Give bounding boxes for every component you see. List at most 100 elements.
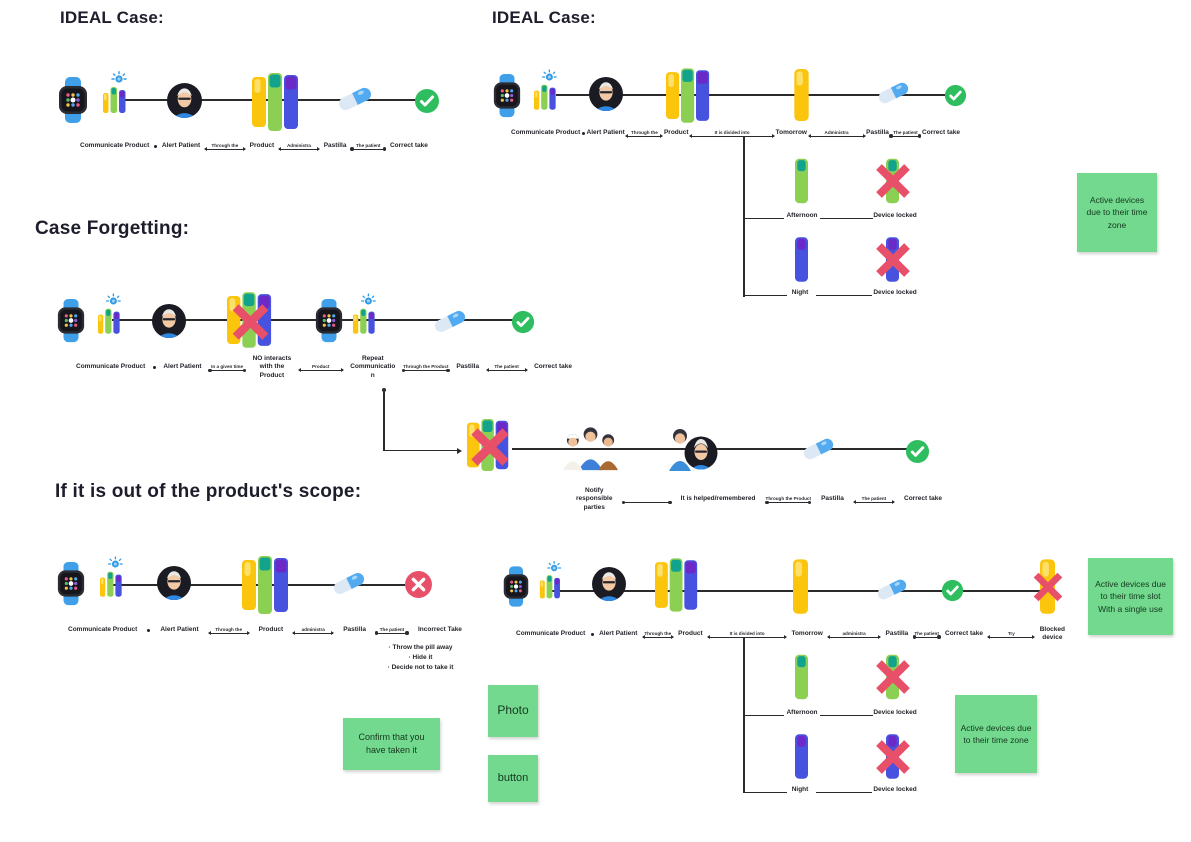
- check-circle-icon[interactable]: [905, 439, 930, 464]
- pill-bottles-icon[interactable]: [242, 556, 290, 614]
- connector-arrow: administra: [292, 627, 335, 635]
- branch-status-label: Device locked: [873, 786, 917, 793]
- step-label: Tomorrow: [775, 129, 807, 136]
- step-label: Product: [678, 630, 703, 638]
- blocked-cross-icon: [873, 739, 913, 775]
- patient-avatar-icon[interactable]: [152, 304, 186, 338]
- check-circle-icon[interactable]: [944, 84, 967, 107]
- step-label: Correct take: [904, 495, 942, 503]
- pill-bottles-icon[interactable]: [252, 73, 300, 131]
- pill-bottles-icon[interactable]: [655, 557, 699, 613]
- afternoon-bottle-icon[interactable]: [795, 653, 808, 701]
- smartwatch-icon[interactable]: [57, 77, 89, 123]
- heading-out-of-scope: If it is out of the product's scope:: [55, 481, 362, 502]
- step-label: Repeat Communicatio n: [350, 355, 396, 379]
- step-label: Incorrect Take: [417, 626, 462, 633]
- alert-bottles-icon[interactable]: [352, 293, 379, 336]
- separator-dot: [147, 628, 151, 632]
- check-circle-icon[interactable]: [414, 88, 440, 114]
- capsule-icon[interactable]: [332, 570, 366, 597]
- step-label: Correct take: [922, 129, 960, 136]
- branch-line: [744, 715, 784, 717]
- capsule-icon[interactable]: [337, 85, 373, 113]
- alert-bottles-icon[interactable]: [102, 71, 130, 115]
- pill-bottles-icon[interactable]: [666, 68, 711, 123]
- patient-avatar-icon[interactable]: [157, 566, 191, 600]
- smartwatch-icon[interactable]: [314, 298, 344, 343]
- check-circle-icon[interactable]: [941, 579, 964, 602]
- patient-avatar-icon[interactable]: [167, 83, 202, 118]
- separator-dot: [154, 144, 158, 148]
- capsule-icon[interactable]: [802, 436, 835, 462]
- check-circle-icon[interactable]: [511, 310, 535, 334]
- step-label: Communicate Product: [516, 630, 586, 638]
- no-interaction-cross-icon: [228, 303, 273, 341]
- branch-line-arrow: [384, 446, 462, 456]
- branch-status-label: Device locked: [873, 289, 917, 296]
- branch-line: [816, 792, 872, 794]
- step-label: Product: [663, 129, 689, 136]
- step-label: Product: [249, 142, 275, 149]
- sticky-note-timezone-top[interactable]: Active devices due to their time zone: [1077, 173, 1157, 252]
- connector-arrow: administra: [827, 631, 882, 639]
- sticky-note-timeslot[interactable]: Active devices due to their time slot Wi…: [1088, 558, 1173, 635]
- alert-bottles-icon[interactable]: [533, 69, 560, 112]
- smartwatch-icon[interactable]: [502, 565, 530, 608]
- connector-dots: The patient: [912, 631, 941, 639]
- caregivers-group-icon[interactable]: [561, 426, 620, 471]
- step-label: Correct take: [534, 363, 572, 371]
- bullet-item: Throw the pill away: [368, 643, 473, 653]
- step-label: Blocked device: [1039, 626, 1065, 642]
- alert-bottles-icon[interactable]: [539, 560, 564, 601]
- flow-forgetting-labels: Communicate Product Alert Patient In a g…: [76, 355, 572, 380]
- tomorrow-bottle-icon[interactable]: [794, 69, 809, 121]
- smartwatch-icon[interactable]: [56, 561, 86, 606]
- sticky-note-photo[interactable]: Photo: [488, 685, 538, 737]
- step-label: Communicate Product: [80, 142, 150, 149]
- branch-line: [743, 137, 745, 297]
- step-label: Pastilla: [821, 495, 844, 503]
- connector-arrow: Try: [987, 631, 1036, 639]
- step-label: Communicate Product: [76, 363, 146, 371]
- smartwatch-icon[interactable]: [56, 298, 86, 343]
- sticky-note-timezone-bottom[interactable]: Active devices due to their time zone: [955, 695, 1037, 773]
- capsule-icon[interactable]: [876, 577, 908, 602]
- helper-with-patient-icon[interactable]: [667, 427, 719, 471]
- connector-arrow: Through the: [203, 143, 246, 151]
- step-label: Pastilla: [866, 129, 889, 136]
- capsule-icon[interactable]: [433, 308, 467, 335]
- patient-avatar-icon[interactable]: [589, 77, 623, 111]
- step-label: Correct take: [389, 142, 428, 149]
- patient-avatar-icon[interactable]: [592, 567, 626, 601]
- smartwatch-icon[interactable]: [492, 73, 522, 118]
- branch-line: [744, 295, 787, 297]
- connector-arrow: The patient: [485, 364, 528, 373]
- afternoon-bottle-icon[interactable]: [795, 157, 808, 205]
- night-bottle-icon[interactable]: [795, 733, 808, 780]
- flow-ideal-right-labels: Communicate Product Alert Patient Throug…: [511, 129, 960, 138]
- capsule-icon[interactable]: [877, 80, 910, 106]
- step-label: Alert Patient: [161, 142, 201, 149]
- step-label: Pastilla: [885, 630, 909, 638]
- connector-arrow: Administra: [807, 130, 866, 138]
- tomorrow-bottle-icon[interactable]: [793, 557, 808, 616]
- step-label: Tomorrow: [791, 630, 823, 638]
- branch-line: [816, 295, 872, 297]
- connector-arrow: It is divided into: [689, 130, 776, 138]
- heading-case-forgetting: Case Forgetting:: [35, 218, 190, 239]
- no-interaction-cross-icon: [467, 427, 513, 467]
- blocked-cross-icon: [1031, 570, 1065, 604]
- branch-line: [820, 715, 873, 717]
- sticky-note-button[interactable]: button: [488, 755, 538, 802]
- sticky-note-confirm[interactable]: Confirm that you have taken it: [343, 718, 440, 770]
- step-label: NO interacts with the Product: [252, 355, 292, 379]
- step-label: Alert Patient: [163, 363, 202, 371]
- incorrect-take-bullets: Throw the pill away Hide it Decide not t…: [368, 643, 473, 673]
- alert-bottles-icon[interactable]: [99, 556, 126, 599]
- night-bottle-icon[interactable]: [795, 236, 808, 283]
- step-label: Communicate Product: [68, 626, 138, 633]
- branch-time-label: Night: [791, 289, 809, 296]
- blocked-cross-icon: [873, 659, 913, 695]
- alert-bottles-icon[interactable]: [97, 293, 124, 336]
- cross-circle-icon[interactable]: [404, 570, 433, 599]
